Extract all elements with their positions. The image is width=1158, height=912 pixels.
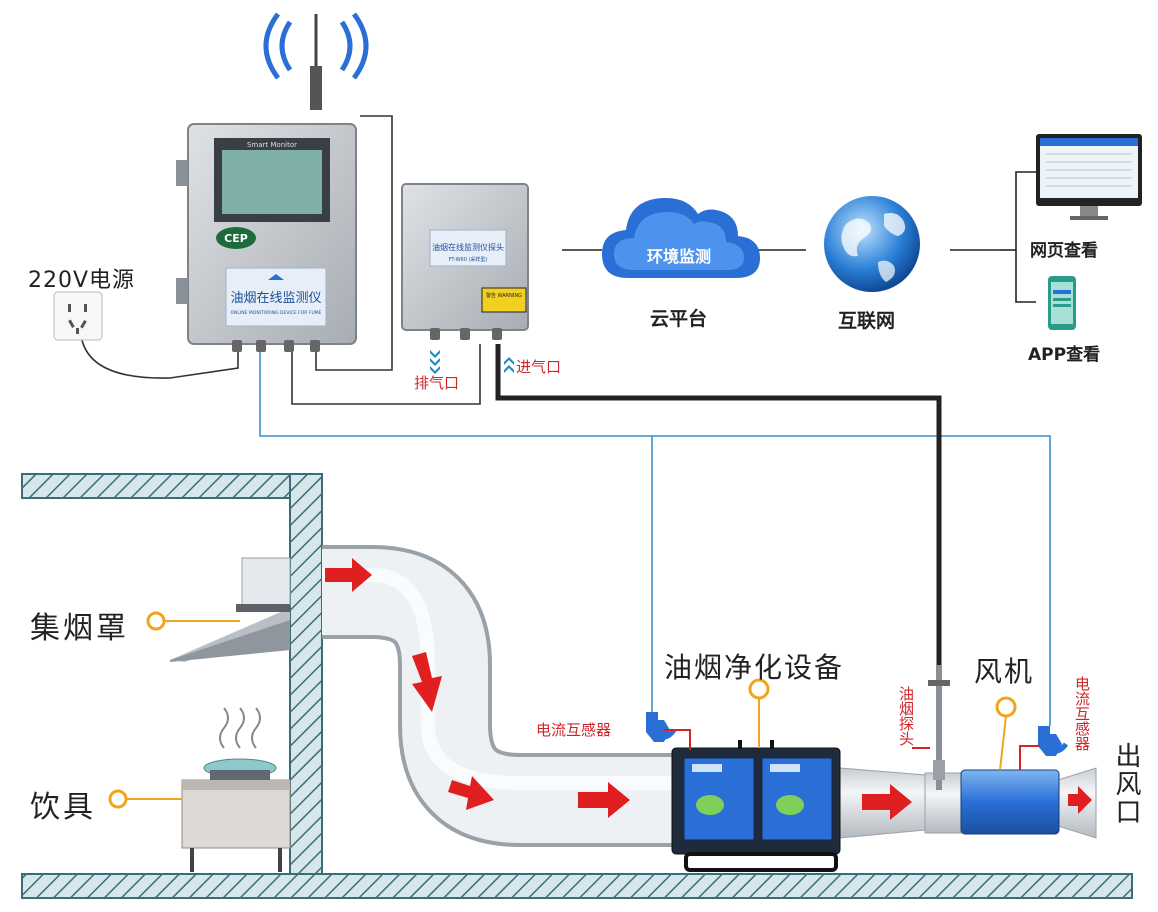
exhaust-arrow-icon xyxy=(430,350,440,374)
probe-box-sub: FT-W60 (采样型) xyxy=(449,256,488,263)
probe-box-name: 油烟在线监测仪探头 xyxy=(432,242,504,252)
smoke-hood xyxy=(170,557,291,662)
fan-label: 风机 xyxy=(974,655,1035,688)
sensor-leads xyxy=(664,729,1040,770)
outlet-label: 出风口 xyxy=(1111,742,1141,826)
fume-probe xyxy=(928,665,950,790)
hood-label: 集烟罩 xyxy=(30,611,129,646)
probe-box: 油烟在线监测仪探头 FT-W60 (采样型) 警告 WARNING xyxy=(401,183,529,340)
building-wall xyxy=(21,473,1133,899)
monitor-screen-title: Smart Monitor xyxy=(247,141,297,149)
fan xyxy=(960,769,1060,835)
cloud-platform-label: 云平台 xyxy=(650,308,708,330)
cloud-icon: 环境监测 xyxy=(602,198,760,278)
monitor-name-en: ONLINE MONITORING DEVICE FOR FUME xyxy=(231,310,322,316)
purifier-label: 油烟净化设备 xyxy=(664,651,845,684)
internet-label: 互联网 xyxy=(838,310,896,332)
app-view-label: APP查看 xyxy=(1028,345,1101,365)
fume-purifier xyxy=(671,740,841,872)
signal-wires xyxy=(81,115,1051,726)
stove xyxy=(181,707,291,872)
flow-arrows xyxy=(325,558,1092,820)
phone-icon xyxy=(1048,276,1076,330)
monitor-name-cn: 油烟在线监测仪 xyxy=(230,291,321,306)
network-lines xyxy=(562,171,1036,303)
intake-arrow-icon xyxy=(504,357,514,373)
exhaust-port-label: 排气口 xyxy=(414,374,460,392)
current-sensor-left-label: 电流互感器 xyxy=(536,721,612,739)
web-view-label: 网页查看 xyxy=(1030,241,1098,261)
monitor-cabinet: Smart Monitor CEP 油烟在线监测仪 ONLINE MONITOR… xyxy=(176,123,357,352)
callouts xyxy=(108,611,1017,809)
probe-box-warning: 警告 WARNING xyxy=(486,292,522,299)
current-sensor-right-label: 电流互感器 xyxy=(1073,676,1091,751)
cloud-text: 环境监测 xyxy=(647,247,711,266)
desktop-monitor-icon xyxy=(1036,134,1142,220)
stove-label: 饮具 xyxy=(30,790,96,825)
cep-logo: CEP xyxy=(224,232,248,245)
current-sensor-left xyxy=(646,712,677,742)
intake-port-label: 进气口 xyxy=(516,358,562,376)
power-label: 220V电源 xyxy=(28,268,136,293)
power-socket xyxy=(53,291,103,341)
current-sensor-right xyxy=(1038,726,1069,756)
antenna-icon xyxy=(263,12,369,110)
probe-label: 油烟探头 xyxy=(897,686,915,746)
globe-icon xyxy=(824,196,920,292)
